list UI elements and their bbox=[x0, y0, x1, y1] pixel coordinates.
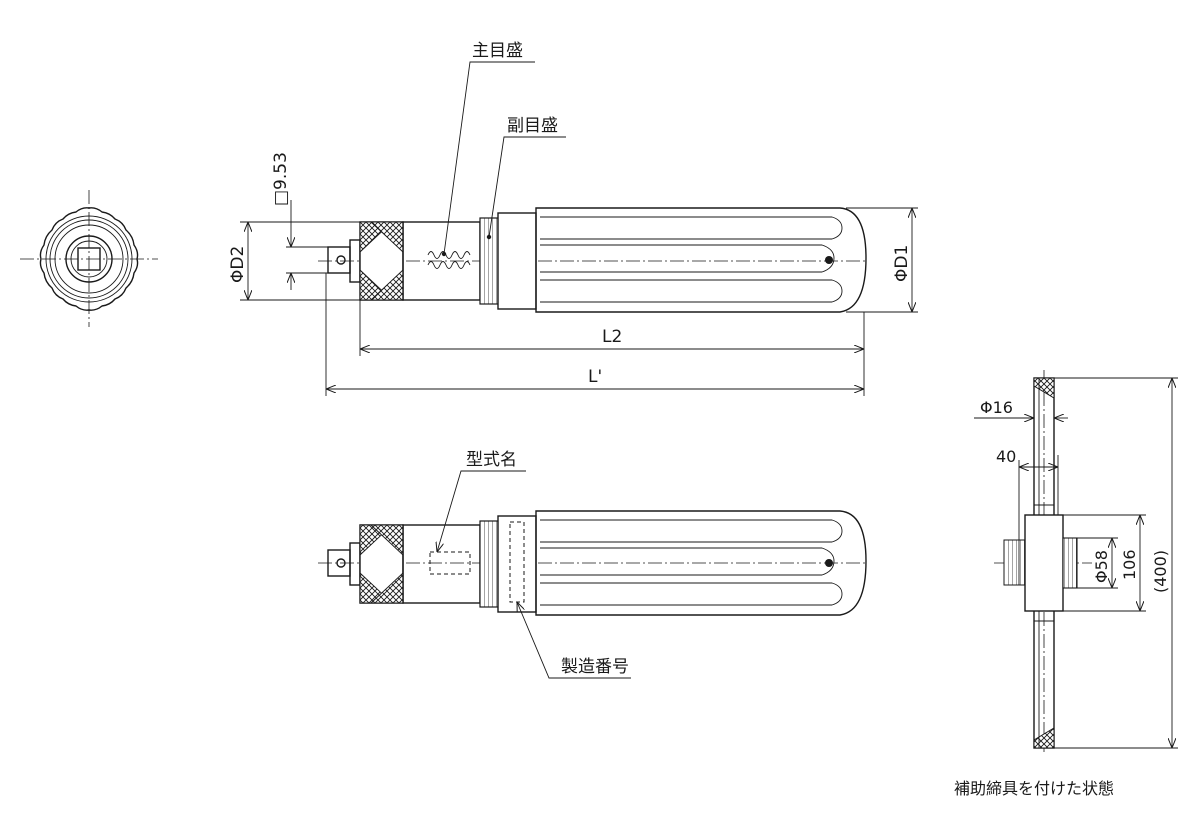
end-view-collar bbox=[65, 235, 113, 283]
side-view-top bbox=[318, 207, 868, 313]
main-scale-label: 主目盛 bbox=[472, 41, 523, 61]
phi58-dim: Φ58 bbox=[1092, 550, 1111, 583]
model-name-area bbox=[429, 551, 471, 575]
phi-d1-dim: ΦD1 bbox=[892, 245, 912, 282]
sub-scale-ring bbox=[479, 217, 499, 305]
l2-dim: L2 bbox=[602, 327, 622, 347]
square-drive-dim: □9.53 bbox=[271, 152, 291, 206]
side-view-bottom bbox=[318, 510, 868, 616]
aux-body bbox=[1024, 514, 1064, 612]
phi16-dim: Φ16 bbox=[980, 398, 1013, 417]
end-view bbox=[20, 190, 158, 327]
grip-pin bbox=[825, 256, 833, 264]
end-view-knurled-outline bbox=[39, 207, 139, 311]
dim-400: (400) bbox=[1151, 550, 1170, 593]
aux-caption: 補助締具を付けた状態 bbox=[954, 779, 1114, 798]
model-name-label: 型式名 bbox=[466, 450, 517, 470]
dim-106: 106 bbox=[1120, 549, 1139, 580]
end-view-square-drive bbox=[77, 247, 101, 271]
aux-dimensions: Φ16 40 Φ58 106 (400) bbox=[974, 377, 1178, 749]
top-dimensions: □9.53 ΦD2 ΦD1 L2 L' bbox=[228, 152, 918, 396]
phi-d2-dim: ΦD2 bbox=[228, 246, 248, 283]
square-drive bbox=[327, 246, 351, 274]
sub-scale-label: 副目盛 bbox=[507, 116, 558, 136]
bottom-leaders: 型式名 製造番号 bbox=[437, 450, 631, 679]
top-leaders: 主目盛 副目盛 bbox=[443, 41, 566, 255]
main-scale-spring bbox=[427, 251, 471, 269]
grip bbox=[535, 207, 867, 313]
auxiliary-view bbox=[994, 370, 1092, 752]
dim-40: 40 bbox=[996, 447, 1016, 466]
serial-number-label: 製造番号 bbox=[561, 657, 629, 677]
l-prime-dim: L' bbox=[588, 367, 602, 387]
